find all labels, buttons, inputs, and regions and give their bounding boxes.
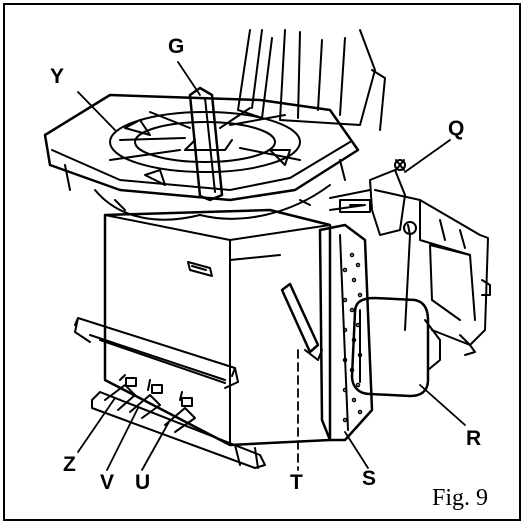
label-q: Q <box>448 117 465 140</box>
label-r: R <box>466 427 482 450</box>
central-shaft <box>184 86 233 202</box>
bead-pressing-column <box>318 223 374 442</box>
label-v: V <box>100 471 115 494</box>
turntable <box>43 93 360 221</box>
foot-pedals <box>104 374 196 433</box>
figure-caption: Fig. 9 <box>432 485 489 511</box>
bead-breaker-pad <box>350 296 441 398</box>
label-t: T <box>290 471 303 494</box>
lever <box>280 282 323 361</box>
label-y: Y <box>50 65 65 88</box>
label-g: G <box>168 35 185 58</box>
label-u: U <box>135 471 151 494</box>
label-z: Z <box>63 453 76 476</box>
leader-lines <box>77 61 466 471</box>
vertical-arm <box>237 29 386 131</box>
label-s: S <box>362 467 377 490</box>
bead-breaker-arm <box>329 159 491 356</box>
side-handle <box>74 317 239 389</box>
